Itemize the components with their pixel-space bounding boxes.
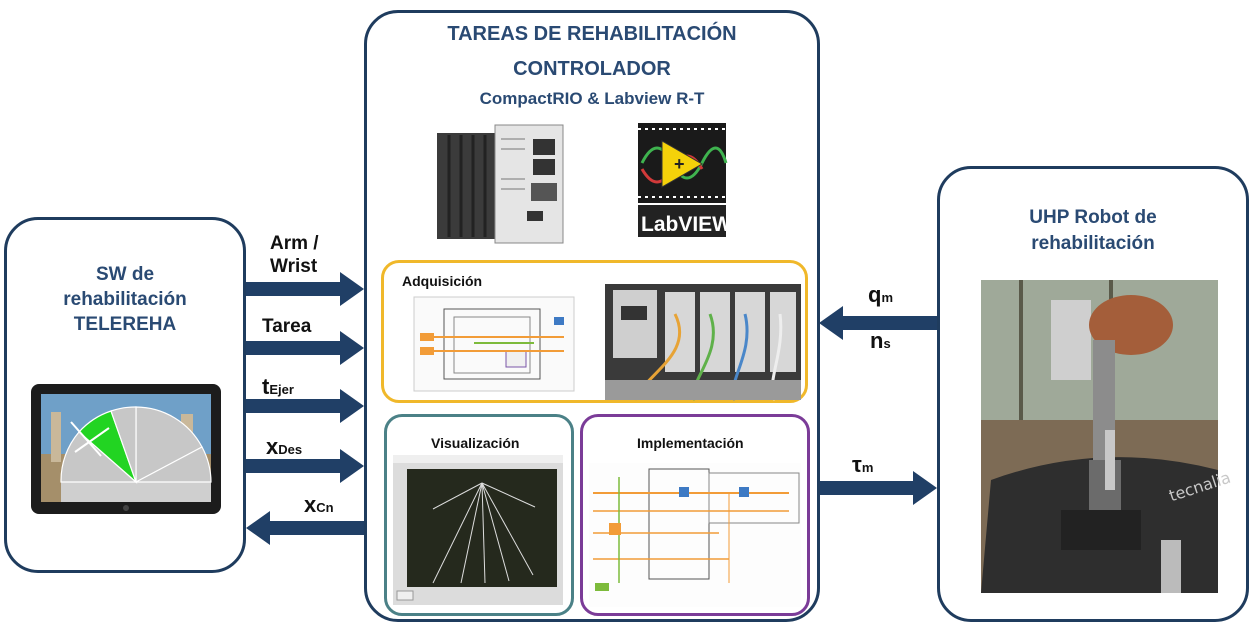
label-arm-wrist: Arm / Wrist [270,232,319,278]
tablet-illustration [31,384,221,514]
arrow-qm-ns [819,306,937,340]
label-tau-sub: m [861,460,874,475]
telereha-title-line2: rehabilitación [63,289,187,310]
label-qm: qm [868,282,893,308]
acquisition-block-diagram [413,296,575,392]
robot-title: UHP Robot de rehabilitación [940,205,1246,257]
labview-logo-image: + [632,119,732,241]
label-ns: ns [870,328,891,354]
implementation-block-diagram [589,463,801,607]
label-xcn: xCn [304,492,334,518]
label-ns-main: n [870,328,884,353]
implementation-title: Implementación [637,435,744,451]
visualization-box: Visualización [384,414,574,616]
label-qm-main: q [868,282,882,307]
implementation-box: Implementación [580,414,810,616]
label-ns-sub: s [883,336,891,351]
label-arm: Arm / [270,233,319,254]
telereha-title: SW de rehabilitación TELEREHA [7,262,243,337]
visualization-title: Visualización [431,435,520,451]
label-tau-m: τm [852,452,873,478]
arrow-arm-wrist [246,272,364,306]
arrow-xcn [246,511,364,545]
acquisition-box: Adquisición [381,260,808,403]
label-tarea: Tarea [262,316,312,337]
acquisition-hardware-photo [605,284,801,401]
label-xcn-sub: Cn [316,500,334,515]
robot-photo [981,280,1218,593]
label-tejer-sub: Ejer [269,382,294,397]
svg-text:+: + [674,154,685,174]
label-tejer: tEjer [262,374,294,400]
telereha-title-line3: TELEREHA [73,314,177,335]
robot-title-uhp: UHP [1029,207,1070,228]
arrow-xdes [246,449,364,483]
controller-title-line3: CompactRIO & Labview R-T [479,89,705,108]
arrow-tejer [246,389,364,423]
arrow-tau-m [820,471,937,505]
label-xdes: xDes [266,434,302,460]
acquisition-title: Adquisición [402,273,483,289]
label-xcn-main: x [304,492,317,517]
label-xdes-main: x [266,434,279,459]
labview-logo-text: LabVIEW [641,213,733,236]
robot-title-line1: UHP Robot de [940,205,1246,231]
compactrio-device-image [437,124,564,244]
controller-title-line1: TAREAS DE REHABILITACIÓN [447,23,737,45]
robot-title-rest: Robot de [1069,207,1157,228]
label-qm-sub: m [881,290,894,305]
robot-panel: UHP Robot de rehabilitación tecnalia [937,166,1249,622]
telereha-panel: SW de rehabilitación TELEREHA [4,217,246,573]
telereha-title-line1: SW de [95,264,155,285]
label-tejer-main: t [262,374,270,399]
label-xdes-sub: Des [278,442,303,457]
controller-panel: TAREAS DE REHABILITACIÓN CONTROLADOR Com… [364,10,820,622]
label-wrist: Wrist [270,256,318,277]
robot-title-line2: rehabilitación [1031,233,1155,254]
controller-title-line2: CONTROLADOR [513,58,671,80]
arrow-tarea [246,331,364,365]
visualization-screenshot [393,455,563,605]
label-tau-main: τ [852,452,862,477]
